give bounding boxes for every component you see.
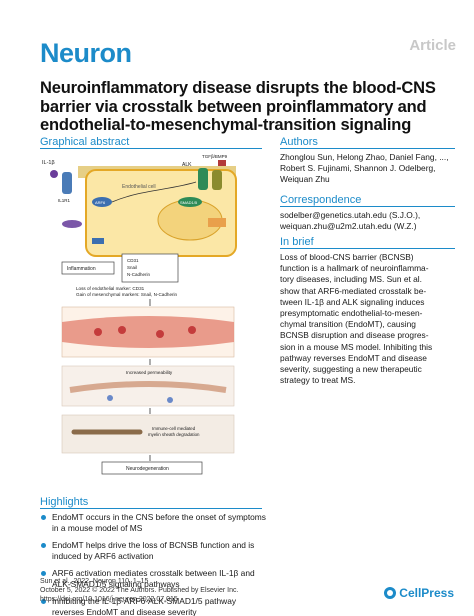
highlights-heading: Highlights xyxy=(40,496,89,508)
vesicle-icon xyxy=(62,220,82,228)
authors-list: Zhonglou Sun, Helong Zhao, Daniel Fang, … xyxy=(280,152,449,185)
article-title: Neuroinflammatory disease disrupts the b… xyxy=(40,79,436,134)
blood-vessel-shape xyxy=(62,316,234,348)
increased-permeability-label: Increased permeability xyxy=(126,370,173,375)
snail-label: Snail xyxy=(127,265,137,270)
alk-label: ALK xyxy=(182,162,192,168)
neurodegeneration-box xyxy=(101,461,203,475)
highlights-rule xyxy=(40,508,262,509)
in-brief-line: show that ARF6-mediated crosstalk be- xyxy=(280,285,427,296)
highlight-item: ARF6 activation mediates crosstalk betwe… xyxy=(40,568,270,590)
copyright-line: October 5, 2022 © 2022 The Authors. Publ… xyxy=(40,587,239,594)
bullet-icon xyxy=(41,571,46,576)
blood-cell-icon xyxy=(188,326,196,334)
in-brief-text: Loss of blood-CNS barrier (BCNSB) functi… xyxy=(280,252,466,386)
in-brief-heading: In brief xyxy=(280,236,314,248)
cd31-label: CD31 xyxy=(127,258,139,263)
neurodegeneration-label: Neurodegeneration xyxy=(126,466,169,472)
in-brief-line: presymptomatic endothelial-to-mesen- xyxy=(280,308,423,319)
blood-cell-icon xyxy=(156,330,164,338)
alk-coreceptor-icon xyxy=(212,170,222,190)
inflammation-box xyxy=(61,261,115,275)
highlight-text: ARF6 activation mediates crosstalk betwe… xyxy=(52,568,255,589)
in-brief-line: strategy to treat MS. xyxy=(280,375,356,386)
publisher-logo: CellPress xyxy=(384,586,454,600)
nuclear-complex-icon xyxy=(208,218,226,227)
highlight-text: EndoMT occurs in the CNS before the onse… xyxy=(52,512,266,533)
correspondence-rule xyxy=(280,206,455,207)
leaky-vessel-shape xyxy=(69,381,227,393)
highlight-text: EndoMT helps drive the loss of BCNSB fun… xyxy=(52,540,255,561)
in-brief-line: BCNSB disruption and disease progres- xyxy=(280,330,429,341)
in-brief-rule xyxy=(280,248,455,249)
in-brief-line: severity, suggesting a new therapeutic xyxy=(280,364,422,375)
tgfb-ligand-icon xyxy=(218,160,226,166)
il1r1-label: IL1R1 xyxy=(58,198,71,203)
tgfb-bmp9-label: TGFβ/BMP9 xyxy=(202,154,228,159)
journal-name: Neuron xyxy=(40,38,132,68)
highlight-item: EndoMT helps drive the loss of BCNSB fun… xyxy=(40,540,270,562)
myelin-degradation-label: myelin sheath degradation xyxy=(148,432,200,437)
in-brief-line: Loss of blood-CNS barrier (BCNSB) xyxy=(280,252,414,262)
marker-box xyxy=(121,253,179,283)
il1b-label: IL-1β xyxy=(42,160,55,166)
il1b-ligand-icon xyxy=(50,170,58,178)
blood-cell-icon xyxy=(94,328,102,336)
in-brief-line: sion in a mouse MS model. Inhibiting thi… xyxy=(280,341,433,352)
correspondence-emails[interactable]: sodelber@genetics.utah.edu (S.J.O.), wei… xyxy=(280,210,421,232)
arf6-icon xyxy=(92,197,112,207)
arf6-label: ARF6 xyxy=(95,200,106,205)
small-protein-icon xyxy=(92,238,104,244)
immune-cell-icon xyxy=(167,397,173,403)
immune-cell-mediated-label: Immune-cell mediated xyxy=(152,426,196,431)
immune-cell-icon xyxy=(107,395,113,401)
in-brief-line: pathway reverses EndoMT and disease xyxy=(280,352,427,363)
bullet-icon xyxy=(41,543,46,548)
inflammation-label: Inflammation xyxy=(67,266,96,272)
authors-rule xyxy=(280,148,455,149)
bullet-icon xyxy=(41,515,46,520)
graphical-abstract-figure: Endothelial cell IL-1β IL1R1 TGFβ/BMP9 A… xyxy=(40,150,255,485)
authors-heading: Authors xyxy=(280,136,318,148)
in-brief-line: function is a hallmark of neuroinflamma- xyxy=(280,263,429,274)
il1r1-receptor-icon xyxy=(62,172,72,194)
doi-link[interactable]: https://doi.org/10.1016/j.neuron.2022.07… xyxy=(40,596,178,603)
endothelial-cell-label: Endothelial cell xyxy=(122,184,156,190)
highlight-item: EndoMT occurs in the CNS before the onse… xyxy=(40,512,270,534)
arf6-alk-arrow xyxy=(111,181,197,203)
in-brief-line: chymal transition (EndoMT), causing xyxy=(280,319,416,330)
graphical-abstract-rule xyxy=(40,148,262,149)
bullet-icon xyxy=(41,599,46,604)
in-brief-line: tween IL-1β and ALK signaling induces xyxy=(280,296,425,307)
loss-marker-text: Loss of endothelial marker: CD31 xyxy=(76,286,145,291)
in-brief-line: tory diseases, including MS. Sun et al. xyxy=(280,274,422,285)
graphical-abstract-heading: Graphical abstract xyxy=(40,136,130,148)
article-type-label: Article xyxy=(409,37,456,54)
gain-marker-text: Gain of mesenchymal markers: Snail, N-Ca… xyxy=(76,292,178,297)
highlights-list: EndoMT occurs in the CNS before the onse… xyxy=(40,512,270,616)
correspondence-heading: Correspondence xyxy=(280,194,362,206)
graphical-abstract-svg: Endothelial cell IL-1β IL1R1 TGFβ/BMP9 A… xyxy=(42,154,237,475)
citation-footer: Sun et al., 2022, Neuron 110, 1–15 Octob… xyxy=(40,577,238,604)
smad15-icon xyxy=(178,197,202,207)
ncad-label: N-Cadherin xyxy=(127,272,151,277)
publisher-name: CellPress xyxy=(399,586,454,600)
alk-receptor-icon xyxy=(198,168,208,190)
blood-cell-icon xyxy=(118,326,126,334)
smad15-label: SMAD1/5 xyxy=(180,200,198,205)
highlight-item: Inhibiting the IL-1β-ARF6-ALK-SMAD1/5 pa… xyxy=(40,596,270,616)
citation-line: Sun et al., 2022, Neuron 110, 1–15 xyxy=(40,578,149,585)
cellpress-logo-icon xyxy=(384,587,397,599)
highlight-text: Inhibiting the IL-1β-ARF6-ALK-SMAD1/5 pa… xyxy=(52,596,237,616)
